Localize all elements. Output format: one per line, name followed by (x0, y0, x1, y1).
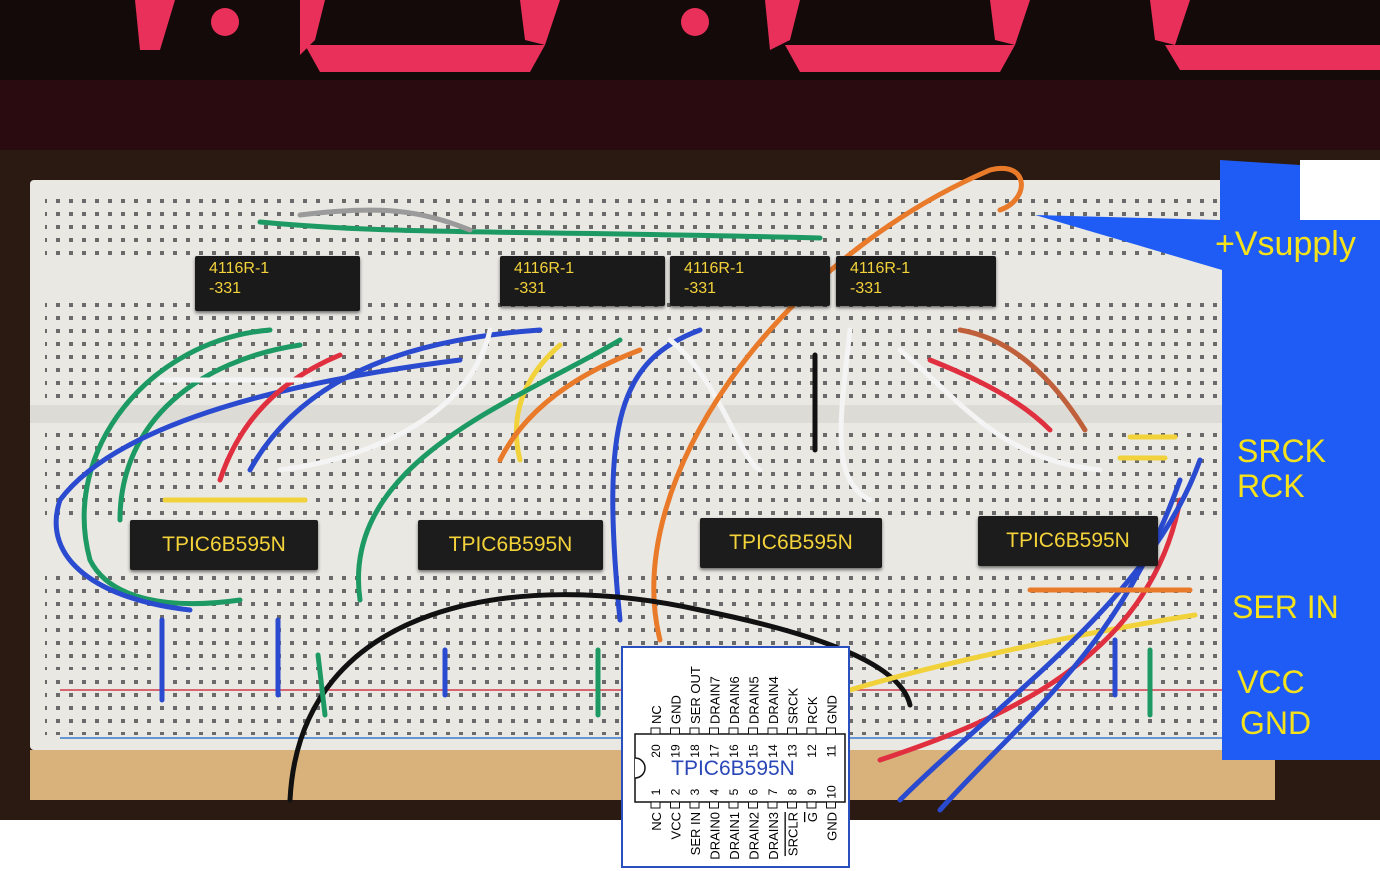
pin-number: 16 (727, 744, 741, 758)
chip-label: 4116R-1 (850, 260, 911, 277)
chip-label: -331 (850, 280, 883, 297)
pin-lead (689, 727, 700, 735)
shift-register-1: TPIC6B595N (130, 520, 318, 570)
chip-label: 4116R-1 (209, 260, 270, 277)
pin-number: 14 (766, 744, 780, 758)
pin-name: DRAIN5 (747, 676, 762, 724)
pin-number: 5 (727, 788, 741, 795)
rck-label: RCK (1237, 468, 1305, 504)
pin-number: 2 (669, 788, 683, 795)
pin-number: 7 (766, 788, 780, 795)
pin-number: 3 (688, 788, 702, 795)
pin-name: DRAIN7 (708, 676, 723, 724)
pin-name: NC (649, 705, 664, 724)
pin-lead (787, 727, 797, 735)
pin-lead (650, 727, 661, 735)
pin-name: DRAIN2 (747, 812, 762, 860)
pinout-title: TPIC6B595N (671, 757, 795, 780)
pin-name: GND (825, 812, 840, 841)
pin-number: 18 (688, 744, 702, 758)
pin-lead (748, 801, 758, 809)
pin-name: NC (649, 812, 664, 831)
chip-outline (634, 733, 846, 803)
chip-label: 4116R-1 (684, 260, 745, 277)
pin-lead (767, 801, 778, 809)
resistor-array-4: 4116R-1 -331 (836, 256, 996, 306)
pin-number: 11 (825, 744, 839, 757)
pin-number: 1 (649, 788, 663, 795)
pin-lead (826, 801, 836, 809)
pin-name: DRAIN0 (708, 812, 723, 860)
pin-number: 4 (708, 788, 722, 795)
pin-name: SER OUT (688, 666, 703, 724)
resistor-array-2: 4116R-1 -331 (500, 256, 665, 306)
pin-number: 9 (805, 788, 819, 795)
chip-label: 4116R-1 (514, 260, 575, 277)
vcc-label: VCC (1237, 664, 1305, 700)
pin-lead (806, 727, 817, 735)
resistor-array-1: 4116R-1 -331 (195, 256, 360, 311)
pin-name: GND (825, 695, 840, 724)
pin-name: DRAIN3 (766, 812, 781, 860)
pin-lead (689, 801, 700, 809)
pin-lead (748, 727, 758, 735)
pin-lead (728, 727, 739, 735)
pin-lead (709, 727, 719, 735)
pin-lead (728, 801, 739, 809)
shift-register-2: TPIC6B595N (418, 520, 603, 570)
ser-in-label: SER IN (1232, 589, 1339, 625)
pin-name: DRAIN4 (766, 676, 781, 724)
pin-number: 6 (747, 788, 761, 795)
notch-icon (634, 757, 646, 779)
pin-name: G (805, 812, 820, 822)
pin-lead (806, 801, 817, 809)
pin-name: VCC (669, 812, 684, 839)
resistor-array-3: 4116R-1 -331 (670, 256, 830, 306)
pin-lead (650, 801, 661, 809)
pin-lead (709, 801, 719, 809)
pin-lead (670, 801, 680, 809)
chip-label: -331 (514, 280, 547, 297)
gnd-label: GND (1240, 705, 1312, 741)
pin-number: 15 (747, 744, 761, 758)
pin-name: SRCLR (786, 812, 801, 856)
pin-number: 12 (805, 744, 819, 758)
vsupply-label: +Vsupply (1215, 225, 1356, 263)
pin-name: GND (669, 695, 684, 724)
chip-label: -331 (684, 280, 717, 297)
pin-lead (670, 727, 680, 735)
seven-segment-display (135, 0, 1380, 72)
chip-label: -331 (209, 280, 242, 297)
pin-number: 10 (825, 785, 839, 799)
pin-lead (826, 727, 836, 735)
pin-lead (767, 727, 778, 735)
srck-label: SRCK (1237, 433, 1326, 469)
shift-register-3: TPIC6B595N (700, 518, 882, 568)
annotation-panel (1035, 160, 1380, 760)
pin-number: 17 (708, 744, 722, 758)
pin-number: 8 (786, 788, 800, 795)
pin-lead (787, 801, 797, 809)
pin-name: SER IN (688, 812, 703, 855)
pin-number: 19 (669, 744, 683, 758)
pin-number: 13 (786, 744, 800, 758)
pin-name: DRAIN1 (727, 812, 742, 860)
pin-name: SRCK (786, 688, 801, 724)
pin-name: DRAIN6 (727, 676, 742, 724)
pin-name: RCK (805, 696, 820, 724)
pin-number: 20 (649, 744, 663, 758)
shift-register-4: TPIC6B595N (978, 516, 1158, 566)
